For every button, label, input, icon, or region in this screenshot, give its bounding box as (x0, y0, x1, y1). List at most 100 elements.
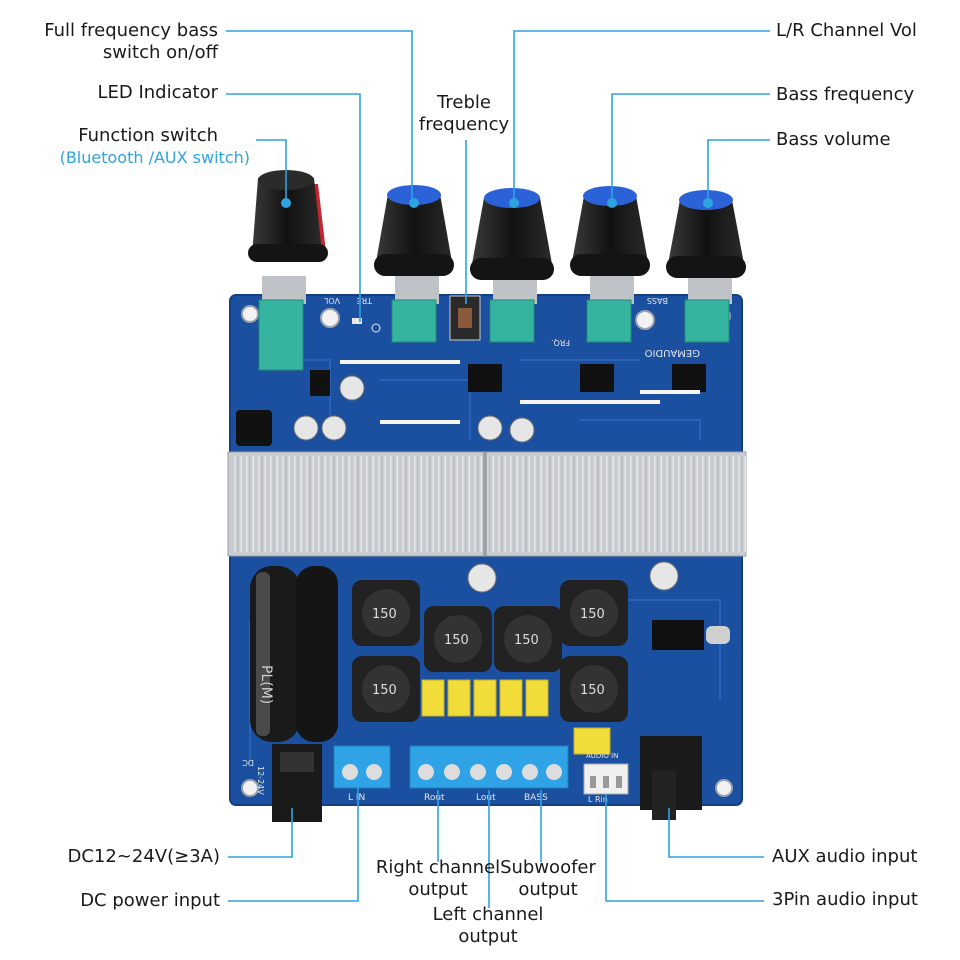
heatsink-fin (282, 456, 290, 552)
lr-channel-vol-label: L/R Channel Vol (776, 20, 917, 41)
bass-frequency-knob (570, 186, 650, 276)
heatsink-fin (438, 456, 446, 552)
treble-frequency-line1: Treble (437, 92, 491, 113)
full-frequency-bass-line1: Full frequency bass (44, 20, 218, 41)
heatsink-fin (654, 456, 662, 552)
heatsink-fin (270, 456, 278, 552)
heatsink-fin (618, 456, 626, 552)
treble-frequency-label: Treble frequency (402, 92, 526, 136)
heatsink-fin (330, 456, 338, 552)
heatsink-fin (342, 456, 350, 552)
heatsink-fin (402, 456, 410, 552)
svg-text:DC: DC (242, 758, 254, 767)
svg-text:150: 150 (580, 607, 605, 622)
inductors: 150 150 150 150 150 150 (352, 580, 628, 722)
heatsink-fin (258, 456, 266, 552)
heatsink-fin (306, 456, 314, 552)
heatsink-fin (294, 456, 302, 552)
svg-text:150: 150 (514, 633, 539, 648)
heatsink-fin (366, 456, 374, 552)
svg-text:L Rin: L Rin (588, 795, 608, 804)
heatsink-fin (666, 456, 674, 552)
heatsink-fin (510, 456, 518, 552)
heatsink-fin (246, 456, 254, 552)
bass-volume-label: Bass volume (776, 129, 891, 150)
heatsink-fin (630, 456, 638, 552)
treble-volume-knob (374, 185, 454, 276)
heatsink-fin (738, 456, 746, 552)
svg-text:12-24V: 12-24V (256, 766, 265, 795)
heatsink-fin (606, 456, 614, 552)
heatsink-fin (714, 456, 722, 552)
heatsink-fin (486, 456, 494, 552)
heatsink-fin (594, 456, 602, 552)
filter-capacitor: PL(M) (250, 566, 338, 742)
output-terminal (409, 745, 569, 789)
heatsink-fin (426, 456, 434, 552)
led-indicator-label: LED Indicator (97, 82, 218, 103)
bass-volume-knob (666, 190, 746, 278)
dc-jack (272, 744, 322, 822)
heatsink-fin (558, 456, 566, 552)
heatsink-fin (318, 456, 326, 552)
heatsink-fin (582, 456, 590, 552)
heatsink-fin (702, 456, 710, 552)
full-frequency-bass-line2: switch on/off (102, 42, 218, 63)
svg-text:PL(M): PL(M) (258, 665, 274, 704)
lr-volume-knob (470, 188, 554, 280)
svg-text:BASS: BASS (524, 793, 548, 803)
heatsink-fin (474, 456, 482, 552)
heatsink-fin (678, 456, 686, 552)
heatsink-fin (534, 456, 542, 552)
subwoofer-line2: output (518, 879, 578, 900)
svg-text:150: 150 (580, 683, 605, 698)
heatsink-fin (498, 456, 506, 552)
heatsink-fin (390, 456, 398, 552)
function-switch-knob (248, 170, 328, 262)
silk-bass: BASS (647, 296, 668, 305)
heatsink-fin (642, 456, 650, 552)
right-channel-line1: Right channel (375, 857, 501, 878)
heatsink-fin (462, 456, 470, 552)
line-in-terminal (333, 745, 391, 789)
aux-jack (640, 736, 702, 820)
brand-silk: GEMAUDIO (644, 347, 700, 358)
callout-lines (226, 30, 770, 908)
heatsink-fin (546, 456, 554, 552)
function-switch-label: Function switch (78, 125, 218, 146)
silk-frq: FRQ. (551, 338, 570, 347)
svg-text:L IN: L IN (348, 793, 365, 803)
heatsink-fin (378, 456, 386, 552)
silk-vol: VOL (323, 296, 340, 305)
heatsink-fin (570, 456, 578, 552)
right-channel-line2: output (408, 879, 468, 900)
treble-frequency-line2: frequency (418, 114, 510, 135)
heatsink-fin (522, 456, 530, 552)
aux-audio-input-label: AUX audio input (772, 846, 918, 867)
svg-text:AUDIO IN: AUDIO IN (586, 752, 618, 760)
right-channel-output-label: Right channel output (358, 857, 518, 901)
subwoofer-output-label: Subwoofer output (486, 857, 610, 901)
heatsink-fin (354, 456, 362, 552)
svg-text:150: 150 (444, 633, 469, 648)
3pin-connector (583, 763, 629, 795)
led-indicator (352, 318, 362, 324)
heatsink-fin (234, 456, 242, 552)
bass-frequency-label: Bass frequency (776, 84, 915, 105)
heatsink-fin (726, 456, 734, 552)
left-channel-line2: output (458, 926, 518, 947)
silk-tre: TRE (357, 296, 374, 305)
function-switch-sublabel: (Bluetooth /AUX switch) (59, 148, 250, 167)
3pin-audio-input-label: 3Pin audio input (772, 889, 918, 910)
svg-text:Rout: Rout (424, 793, 445, 803)
heatsink (227, 451, 747, 557)
heatsink-fin (450, 456, 458, 552)
left-channel-output-label: Left channel output (418, 904, 558, 948)
svg-text:150: 150 (372, 607, 397, 622)
dc-power-input-label: DC power input (80, 890, 220, 911)
subwoofer-line1: Subwoofer (500, 857, 596, 878)
left-channel-line1: Left channel (432, 904, 544, 925)
heatsink-fin (414, 456, 422, 552)
